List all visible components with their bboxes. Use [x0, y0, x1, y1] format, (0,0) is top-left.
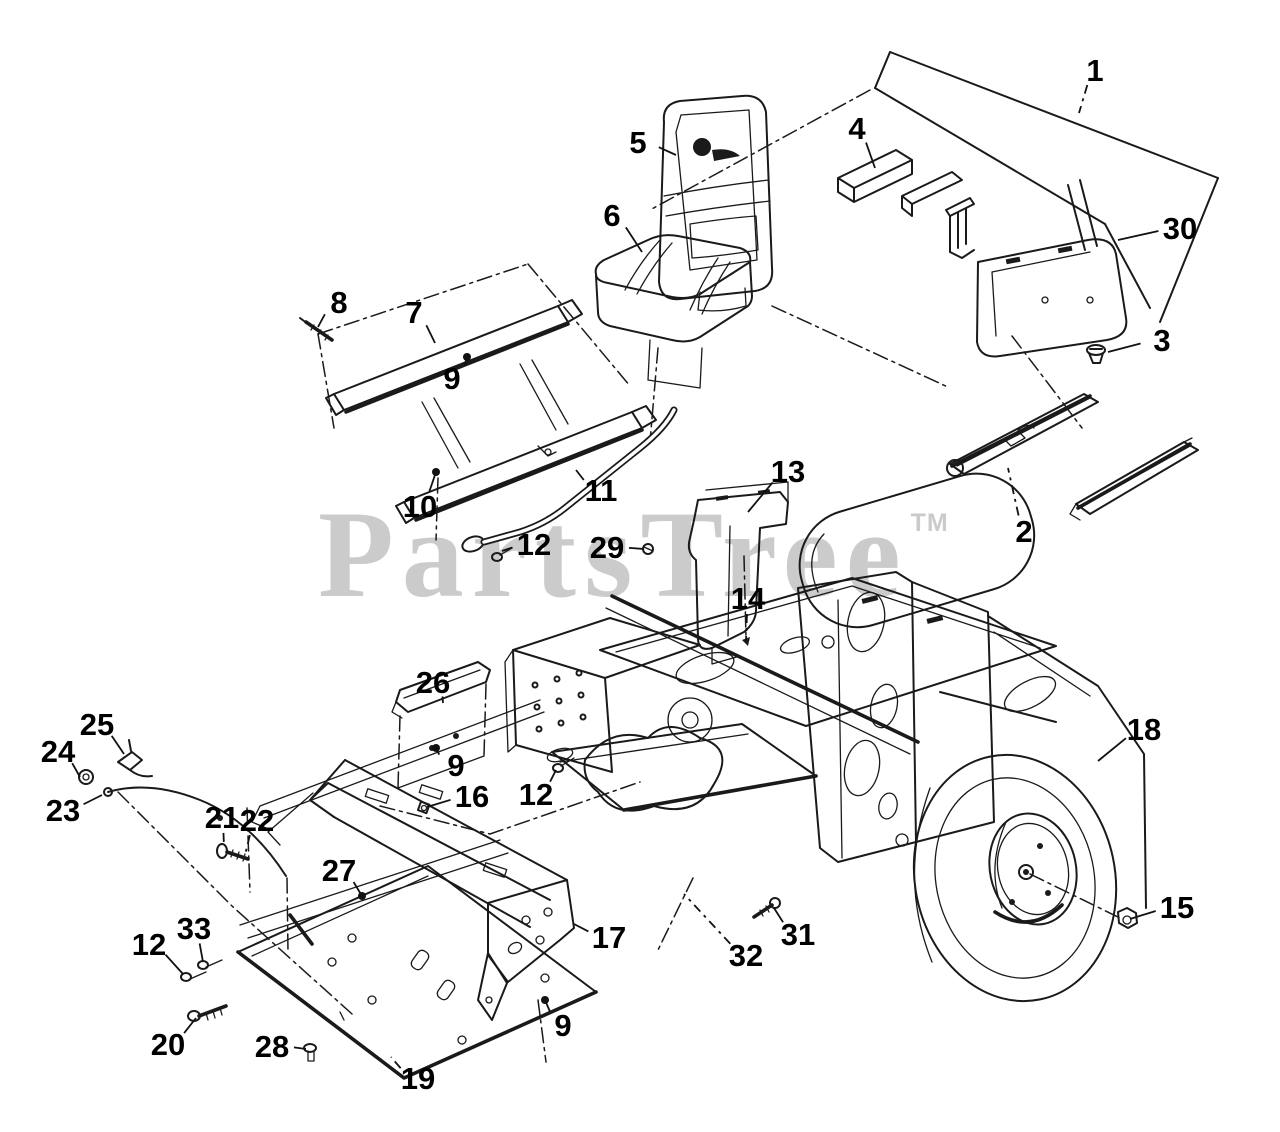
- callout-leader: [244, 834, 251, 856]
- callout-leader: [747, 481, 774, 513]
- callout-label: 6: [603, 198, 620, 233]
- callout-label: 7: [405, 295, 422, 330]
- callout-leader: [573, 923, 589, 933]
- callout-leader: [1117, 230, 1159, 241]
- callout-label: 2: [1015, 514, 1032, 549]
- callout-dot: [541, 996, 549, 1004]
- tank-bracket: [687, 481, 789, 665]
- callout-label: 28: [255, 1029, 289, 1064]
- frame-support: [239, 759, 575, 1021]
- callout-label: 30: [1163, 211, 1197, 246]
- callout-leader: [745, 613, 748, 642]
- seat-pan-screw: [1086, 344, 1106, 364]
- callout-label: 8: [330, 285, 347, 320]
- callout-label: 22: [240, 803, 274, 838]
- callout-dot: [432, 468, 440, 476]
- callout-label: 9: [443, 361, 460, 396]
- seat-pan: [976, 238, 1128, 358]
- callout-label: 12: [132, 927, 166, 962]
- rear-wheel: [912, 691, 1138, 1003]
- callout-label: 33: [177, 911, 211, 946]
- callout-leader: [1007, 467, 1020, 516]
- callout-label: 32: [729, 938, 763, 973]
- chassis: [251, 571, 1147, 909]
- callout-leader: [625, 226, 643, 253]
- callout-leader: [773, 907, 784, 923]
- callout-label: 12: [517, 527, 551, 562]
- callout-label: 10: [403, 489, 437, 524]
- callout-leader: [198, 943, 204, 963]
- callout-dot: [463, 353, 471, 361]
- callout-label: 11: [585, 473, 618, 508]
- callout-label: 26: [416, 665, 450, 700]
- callout-leader: [628, 546, 645, 550]
- callout-label: 13: [771, 454, 805, 489]
- callout-label: 5: [629, 125, 646, 160]
- callout-leader: [293, 1046, 307, 1050]
- callout-label: 14: [731, 581, 766, 616]
- callout-leader: [1097, 737, 1127, 762]
- callout-leader: [865, 142, 876, 169]
- callout-leader: [390, 1056, 402, 1069]
- callout-label: 18: [1127, 712, 1161, 747]
- watermark-text: PartsTree: [318, 486, 909, 623]
- callout-leader: [575, 469, 585, 481]
- seat-support-panel: [874, 51, 1219, 323]
- callout-dot: [358, 892, 366, 900]
- callout-label: 24: [41, 734, 76, 769]
- callout-leader: [441, 696, 444, 704]
- callout-label: 4: [848, 111, 866, 146]
- callout-leader: [1107, 342, 1141, 353]
- callout-label: 9: [554, 1008, 571, 1043]
- callout-label: 19: [401, 1061, 435, 1096]
- callout-leader: [110, 735, 125, 755]
- callout-label: 15: [1160, 890, 1194, 925]
- callout-leader: [83, 794, 103, 806]
- callout-leader: [549, 769, 557, 783]
- callout-leader: [1078, 84, 1089, 114]
- watermark-tm: TM: [910, 509, 949, 537]
- slide-rails: [946, 393, 1199, 521]
- callout-label: 27: [322, 853, 356, 888]
- callout-label: 21: [205, 800, 239, 835]
- callout-label: 1: [1086, 53, 1103, 88]
- watermark: PartsTree TM: [318, 493, 948, 617]
- callout-leader: [658, 146, 677, 156]
- callout-label: 16: [455, 779, 489, 814]
- callout-label: 31: [781, 917, 815, 952]
- callout-label: 25: [80, 707, 114, 742]
- callout-label: 29: [590, 530, 624, 565]
- callout-leader: [1129, 910, 1156, 920]
- callout-leader: [317, 313, 326, 328]
- seat-cushion: [594, 234, 753, 389]
- callout-label: 20: [151, 1027, 185, 1062]
- callout-label: 17: [592, 920, 626, 955]
- callout-label: 23: [46, 793, 80, 828]
- callout-leader: [501, 546, 513, 552]
- callout-label: 9: [447, 748, 464, 783]
- construction-lines: [117, 89, 1121, 1063]
- seat-back: [658, 94, 774, 312]
- callout-label: 3: [1153, 323, 1170, 358]
- callout-leader: [183, 1017, 197, 1034]
- callout-label: 12: [519, 777, 553, 812]
- callout-leader: [71, 762, 81, 778]
- callout-leader: [426, 798, 451, 808]
- brake-rod: [78, 739, 287, 877]
- callout-leader: [425, 324, 436, 344]
- callout-leader: [683, 893, 731, 945]
- seat-latch-parts: [837, 149, 975, 259]
- callout-dot: [432, 744, 440, 752]
- seat-slide-frame: [299, 299, 657, 524]
- handle-bracket: [391, 661, 491, 815]
- callout-leader: [222, 832, 225, 848]
- callout-leader: [164, 953, 184, 975]
